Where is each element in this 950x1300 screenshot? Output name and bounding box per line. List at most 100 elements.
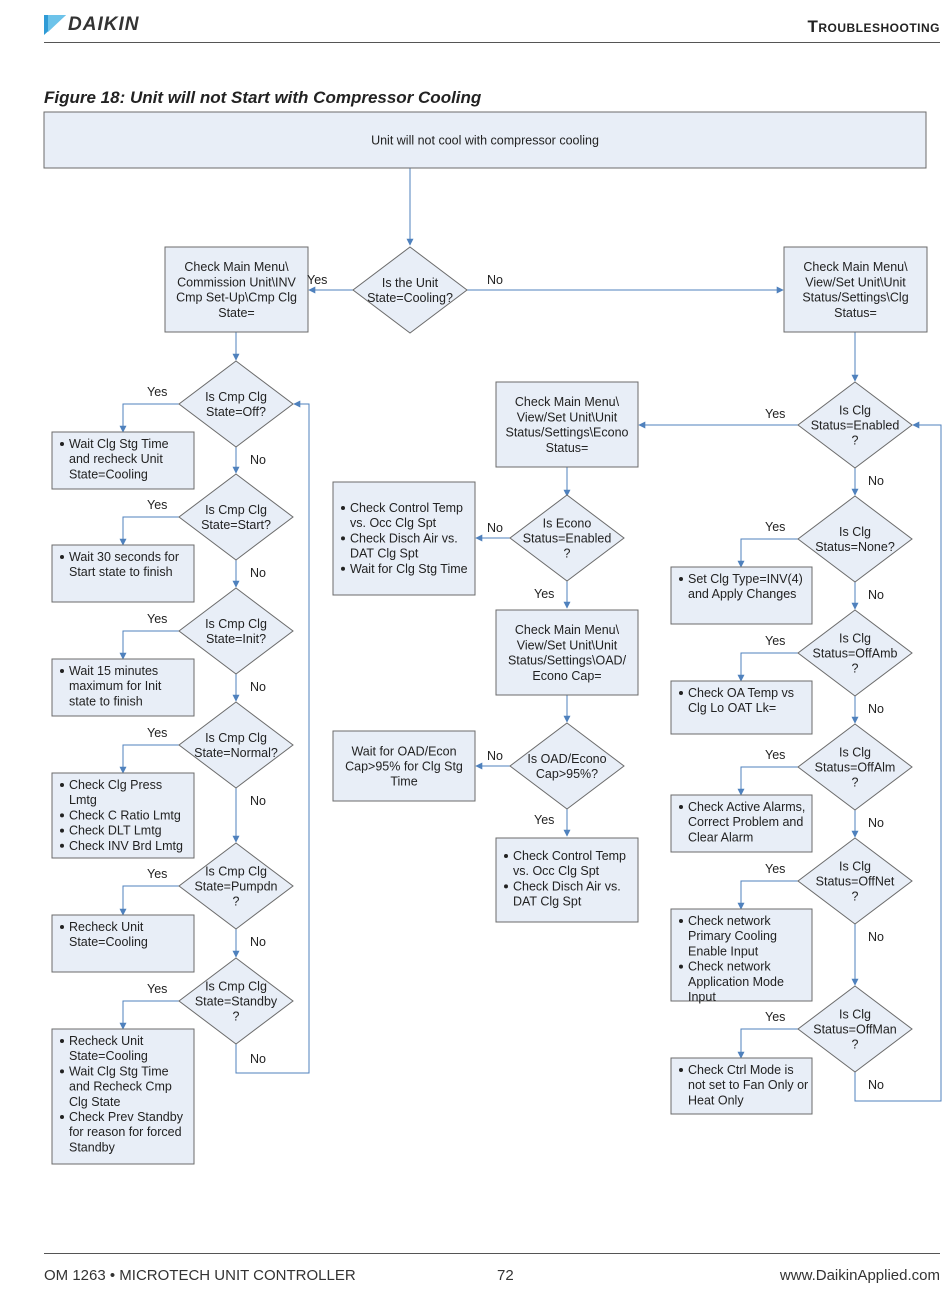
- figure-title: Figure 18: Unit will not Start with Comp…: [44, 88, 482, 107]
- action-clg-status-4-line: Enable Input: [688, 944, 759, 958]
- footer-website: www.DaikinApplied.com: [779, 1267, 940, 1284]
- label-no-cmp-4: No: [250, 935, 266, 949]
- action-cmp-clg-4-bullet: [60, 925, 64, 929]
- action-econo-no-shape: [332, 481, 476, 596]
- action-econo-no-line: DAT Clg Spt: [350, 547, 419, 561]
- connector: [119, 516, 179, 546]
- check-clg-status-box-line: Status/Settings\Clg: [802, 291, 908, 305]
- decision-cmp-clg-2-line: State=Init?: [206, 632, 266, 646]
- decision-cmp-clg-3-line: Is Cmp Clg: [205, 731, 267, 745]
- label-no-cmp-0: No: [250, 453, 266, 467]
- decision-econo-enabled-line: Status=Enabled: [523, 532, 612, 546]
- action-clg-status-2-line: Clg Lo OAT Lk=: [688, 701, 776, 715]
- label-no-clg-1: No: [868, 588, 884, 602]
- check-cmp-clg-state-box-shape: [164, 246, 309, 333]
- decision-unit-state-cooling-line: State=Cooling?: [367, 291, 453, 305]
- action-cmp-clg-0-line: and recheck Unit: [69, 452, 163, 466]
- action-cmp-clg-4-line: State=Cooling: [69, 935, 148, 949]
- action-clg-status-1-shape: [670, 566, 813, 625]
- action-clg-status-2-bullet: [679, 691, 683, 695]
- connector: [737, 538, 798, 568]
- decision-clg-status-4-line: ?: [852, 890, 859, 904]
- label-no-econo: No: [487, 521, 503, 535]
- decision-cmp-clg-4-line: State=Pumpdn: [194, 880, 277, 894]
- label-yes-clg-5: Yes: [765, 1010, 785, 1024]
- footer-doc-title: OM 1263 • MICROTECH UNIT CONTROLLER: [44, 1267, 356, 1284]
- label-yes-main: Yes: [307, 273, 327, 287]
- check-oad-econo-cap-box-line: Econo Cap=: [532, 669, 601, 683]
- action-cmp-clg-1-shape: [51, 544, 195, 603]
- decision-cmp-clg-5-shape: [178, 957, 294, 1045]
- action-cmp-clg-5-line: Clg State: [69, 1095, 120, 1109]
- connector: [119, 630, 179, 660]
- decision-cmp-clg-0-line: State=Off?: [206, 405, 266, 419]
- decision-oad-econo-cap-line: Cap>95%?: [536, 767, 598, 781]
- check-oad-econo-cap-box-shape: [495, 609, 639, 696]
- action-clg-status-3-line: Correct Problem and: [688, 815, 803, 829]
- daikin-logo: DAIKIN: [44, 14, 139, 36]
- decision-econo-enabled-line: ?: [564, 547, 571, 561]
- label-yes-clg-0: Yes: [765, 407, 785, 421]
- action-clg-status-5-line: not set to Fan Only or: [688, 1078, 808, 1092]
- brand-name: DAIKIN: [68, 14, 140, 35]
- action-cmp-clg-1-line: Wait 30 seconds for: [69, 550, 179, 564]
- flow-nodes: Unit will not cool with compressor cooli…: [43, 111, 928, 1165]
- action-cmp-clg-0-line: Wait Clg Stg Time: [69, 437, 169, 451]
- label-no-cmp-loop: No: [250, 1052, 266, 1066]
- action-oad-no-shape: [332, 730, 476, 802]
- decision-clg-status-5-line: Status=OffMan: [813, 1023, 897, 1037]
- decision-clg-status-3-line: Status=OffAlm: [815, 761, 896, 775]
- action-oad-no-line: Wait for OAD/Econ: [351, 744, 456, 758]
- label-yes-econo: Yes: [534, 587, 554, 601]
- decision-clg-status-0-shape: [797, 381, 913, 469]
- label-yes-clg-2: Yes: [765, 634, 785, 648]
- action-clg-status-1-line: Set Clg Type=INV(4): [688, 572, 803, 586]
- decision-cmp-clg-0-line: Is Cmp Clg: [205, 390, 267, 404]
- action-clg-status-2-line: Check OA Temp vs: [688, 686, 794, 700]
- label-yes-cmp-3: Yes: [147, 726, 167, 740]
- action-cmp-clg-2-line: maximum for Init: [69, 679, 162, 693]
- decision-unit-state-cooling-line: Is the Unit: [382, 276, 439, 290]
- action-clg-status-3-line: Clear Alarm: [688, 830, 753, 844]
- action-clg-status-5-line: Check Ctrl Mode is: [688, 1063, 794, 1077]
- decision-clg-status-5-shape: [797, 985, 913, 1073]
- action-cmp-clg-5-line: Check Prev Standby: [69, 1110, 184, 1124]
- decision-cmp-clg-1-line: State=Start?: [201, 518, 271, 532]
- daikin-logo-mark: [44, 15, 66, 35]
- header-divider: [44, 42, 940, 43]
- action-clg-status-4-shape: [670, 908, 813, 1002]
- label-yes-cmp-4: Yes: [147, 867, 167, 881]
- check-clg-status-box-line: View/Set Unit\Unit: [805, 275, 906, 289]
- action-oad-yes-shape: [495, 837, 639, 923]
- action-cmp-clg-2-bullet: [60, 669, 64, 673]
- action-cmp-clg-2-shape: [51, 658, 195, 717]
- connector: [737, 1028, 798, 1059]
- label-no-clg-loop: No: [868, 1078, 884, 1092]
- label-no-cmp-3: No: [250, 794, 266, 808]
- connector: [119, 744, 179, 774]
- label-no-clg-2: No: [868, 702, 884, 716]
- connector: [854, 421, 942, 1102]
- check-cmp-clg-state-box-line: Check Main Menu\: [184, 260, 289, 274]
- decision-clg-status-1-line: Status=None?: [815, 540, 895, 554]
- action-clg-status-5-bullet: [679, 1068, 683, 1072]
- decision-cmp-clg-2-line: Is Cmp Clg: [205, 617, 267, 631]
- action-oad-yes-line: Check Control Temp: [513, 849, 626, 863]
- check-cmp-clg-state-box-line: Commission Unit\INV: [177, 275, 296, 289]
- action-clg-status-5-line: Heat Only: [688, 1093, 744, 1107]
- decision-econo-enabled-shape: [509, 494, 625, 582]
- label-yes-clg-4: Yes: [765, 862, 785, 876]
